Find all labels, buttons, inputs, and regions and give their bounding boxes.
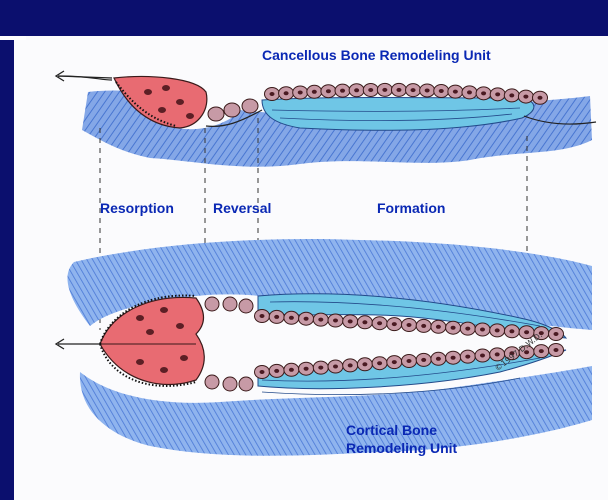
formation-label: Formation [377,199,445,217]
osteoblast-nucleus [436,357,441,361]
osteoblast-nucleus [333,319,338,323]
osteoblast-nucleus [298,90,303,94]
cancellous-unit [56,71,596,167]
osteoblast-nucleus [539,349,544,353]
osteoblast-nucleus [495,92,500,96]
osteoblast-nucleus [421,324,426,328]
osteoblast-nucleus [495,328,500,332]
osteoblast-nucleus [362,320,367,324]
osteoblast-nucleus [354,88,359,92]
osteoblast-nucleus [289,368,294,372]
osteoblast-nucleus [270,92,275,96]
cortical-title-line1: Cortical Bone [346,421,457,439]
osteoblast-nucleus [523,95,528,99]
osteoblast-nucleus [304,317,309,321]
cancellous-title: Cancellous Bone Remodeling Unit [262,46,491,64]
cortical-unit [56,239,592,456]
osteoblast-nucleus [465,355,470,359]
osteoblast-nucleus [407,359,412,363]
osteoblast-nucleus [348,319,353,323]
cortical-title-line2: Remodeling Unit [346,439,457,457]
osteoblast-nucleus [538,96,543,100]
osteoblast-nucleus [481,91,486,95]
osteoblast-nucleus [465,327,470,331]
osteoblast-nucleus [524,330,529,334]
osteoblast-nucleus [554,348,559,352]
osteoblast-nucleus [362,362,367,366]
osteoblast-nucleus [382,88,387,92]
osteoblast-nucleus [451,326,456,330]
osteoblast-nucleus [312,90,317,94]
osteoblast-nucleus [411,88,416,92]
osteoblast-nucleus [407,323,412,327]
osteoblast-nucleus [333,365,338,369]
cortical-direction-arrow [56,339,100,349]
osteoblast-nucleus [284,91,289,95]
osteoblast-nucleus [509,93,514,97]
osteoblast-nucleus [260,314,265,318]
osteoblast-nucleus [274,315,279,319]
osteoblast-nucleus [453,90,458,94]
osteoblast-nucleus [368,88,373,92]
osteoblast-nucleus [260,370,265,374]
osteoblast-nucleus [509,329,514,333]
osteoblast-nucleus [392,360,397,364]
cortical-title: Cortical Bone Remodeling Unit [346,421,457,457]
osteoblast-nucleus [289,316,294,320]
osteoblast-nucleus [451,356,456,360]
osteoblast-nucleus [318,366,323,370]
osteoblast-nucleus [304,367,309,371]
osteoblast-nucleus [340,89,345,93]
osteoblast-nucleus [396,88,401,92]
osteoblast-nucleus [436,325,441,329]
osteoblast-nucleus [439,89,444,93]
osteoblast-nucleus [326,89,331,93]
osteoblast-nucleus [377,361,382,365]
osteoblast-nucleus [554,332,559,336]
osteoblast-nucleus [377,321,382,325]
osteoblast-nucleus [348,363,353,367]
osteoblast-nucleus [318,318,323,322]
resorption-label: Resorption [100,199,174,217]
osteoblast-nucleus [425,88,430,92]
reversal-label: Reversal [213,199,271,217]
osteoblast-nucleus [480,354,485,358]
osteoblast-nucleus [274,369,279,373]
osteoblast-nucleus [392,322,397,326]
osteoblast-nucleus [480,328,485,332]
osteoblast-nucleus [421,358,426,362]
osteoblast-nucleus [495,352,500,356]
osteoblast-nucleus [467,90,472,94]
